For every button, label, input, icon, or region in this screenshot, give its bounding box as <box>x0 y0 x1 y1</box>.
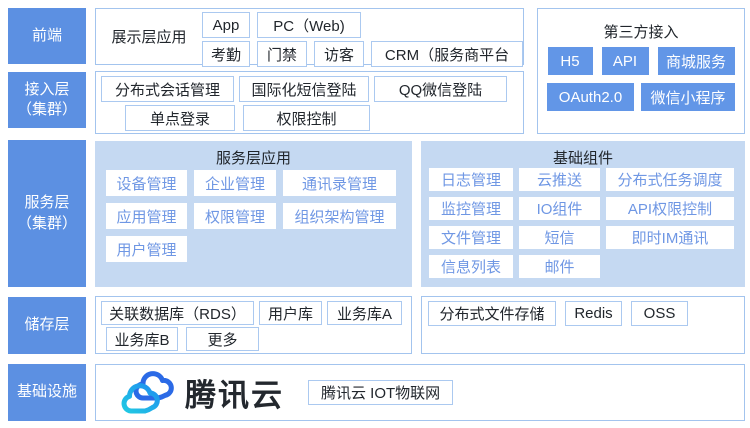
frontend-group-title: 展示层应用 <box>111 29 187 46</box>
base-box-sms: 短信 <box>519 226 600 249</box>
base-box-io-component: IO组件 <box>519 197 600 220</box>
third-party-btn-mall-service: 商城服务 <box>657 47 735 75</box>
service-box-enterprise-mgmt: 企业管理 <box>194 170 276 196</box>
storage-box-distributed-file-storage: 分布式文件存储 <box>428 301 556 326</box>
frontend-box-pc-web: PC（Web) <box>257 12 361 38</box>
frontend-box-attendance: 考勤 <box>202 41 250 67</box>
service-box-user-mgmt: 用户管理 <box>106 236 187 262</box>
storage-box-business-db-b: 业务库B <box>106 327 178 351</box>
layer-label-frontend: 前端 <box>8 8 86 64</box>
base-box-api-permission-control: API权限控制 <box>606 197 734 220</box>
third-party-group: 第三方接入 H5 API 商城服务 OAuth2.0 微信小程序 <box>537 8 745 134</box>
storage-box-redis: Redis <box>565 301 622 326</box>
tencent-cloud-logo: 腾讯云 <box>118 370 284 416</box>
service-box-org-structure-mgmt: 组织架构管理 <box>283 203 396 229</box>
infrastructure-group: 腾讯云 腾讯云 IOT物联网 <box>95 364 745 421</box>
layer-label-infrastructure: 基础设施 <box>8 364 86 421</box>
storage-box-more: 更多 <box>186 327 259 351</box>
service-box-device-mgmt: 设备管理 <box>106 170 187 196</box>
layer-label-text: 储存层 <box>24 316 70 334</box>
base-box-cloud-push: 云推送 <box>519 168 600 191</box>
access-layer-group: 分布式会话管理 国际化短信登陆 QQ微信登陆 单点登录 权限控制 <box>95 71 524 134</box>
access-box-qq-wechat-login: QQ微信登陆 <box>374 76 507 102</box>
service-box-contacts-mgmt: 通讯录管理 <box>283 170 396 196</box>
third-party-title: 第三方接入 <box>603 24 679 41</box>
frontend-box-crm: CRM（服务商平台 <box>371 41 523 67</box>
storage-right-group: 分布式文件存储 Redis OSS <box>421 296 745 354</box>
layer-label-text: 接入层 <box>24 80 70 98</box>
access-box-session-mgmt: 分布式会话管理 <box>101 76 234 102</box>
access-box-permission-control: 权限控制 <box>243 105 370 131</box>
storage-left-group: 关联数据库（RDS） 用户库 业务库A 业务库B 更多 <box>95 296 412 354</box>
layer-label-text: （集群） <box>16 214 77 232</box>
storage-box-oss: OSS <box>631 301 688 326</box>
storage-box-user-db: 用户库 <box>259 301 322 325</box>
base-box-message-list: 信息列表 <box>429 255 513 278</box>
service-apps-panel: 服务层应用 设备管理 企业管理 通讯录管理 应用管理 权限管理 组织架构管理 用… <box>95 141 412 287</box>
tencent-cloud-icon <box>118 370 176 416</box>
layer-label-service: 服务层 （集群） <box>8 140 86 287</box>
base-box-distributed-task-scheduling: 分布式任务调度 <box>606 168 734 191</box>
third-party-btn-wechat-miniprogram: 微信小程序 <box>641 83 735 111</box>
base-components-panel: 基础组件 日志管理 云推送 分布式任务调度 监控管理 IO组件 API权限控制 … <box>421 141 745 287</box>
third-party-btn-h5: H5 <box>547 47 593 75</box>
frontend-box-visitor: 访客 <box>314 41 364 67</box>
layer-label-access: 接入层 （集群） <box>8 72 86 128</box>
layer-label-text: 基础设施 <box>16 383 77 401</box>
base-box-monitoring-mgmt: 监控管理 <box>429 197 513 220</box>
third-party-btn-api: API <box>601 47 649 75</box>
base-box-file-mgmt: 文件管理 <box>429 226 513 249</box>
frontend-box-door-access: 门禁 <box>257 41 307 67</box>
frontend-group: 展示层应用 App PC（Web) 考勤 门禁 访客 CRM（服务商平台 <box>95 8 524 67</box>
storage-box-rds: 关联数据库（RDS） <box>101 301 254 325</box>
service-apps-title: 服务层应用 <box>215 150 291 167</box>
layer-label-text: 前端 <box>31 26 62 44</box>
layer-label-storage: 储存层 <box>8 297 86 354</box>
storage-box-business-db-a: 业务库A <box>327 301 402 325</box>
layer-label-text: 服务层 <box>24 194 70 212</box>
frontend-box-app: App <box>202 12 250 38</box>
base-components-title: 基础组件 <box>552 150 613 167</box>
layer-label-text: （集群） <box>16 101 77 118</box>
third-party-btn-oauth2: OAuth2.0 <box>547 83 634 111</box>
access-box-intl-sms-login: 国际化短信登陆 <box>239 76 369 102</box>
tencent-cloud-logo-text: 腾讯云 <box>185 378 284 413</box>
service-box-permission-mgmt: 权限管理 <box>194 203 276 229</box>
base-box-instant-im: 即时IM通讯 <box>606 226 734 249</box>
base-box-log-mgmt: 日志管理 <box>429 168 513 191</box>
base-box-email: 邮件 <box>519 255 600 278</box>
service-box-application-mgmt: 应用管理 <box>106 203 187 229</box>
iot-product-box: 腾讯云 IOT物联网 <box>308 380 454 405</box>
access-box-sso: 单点登录 <box>125 105 235 131</box>
